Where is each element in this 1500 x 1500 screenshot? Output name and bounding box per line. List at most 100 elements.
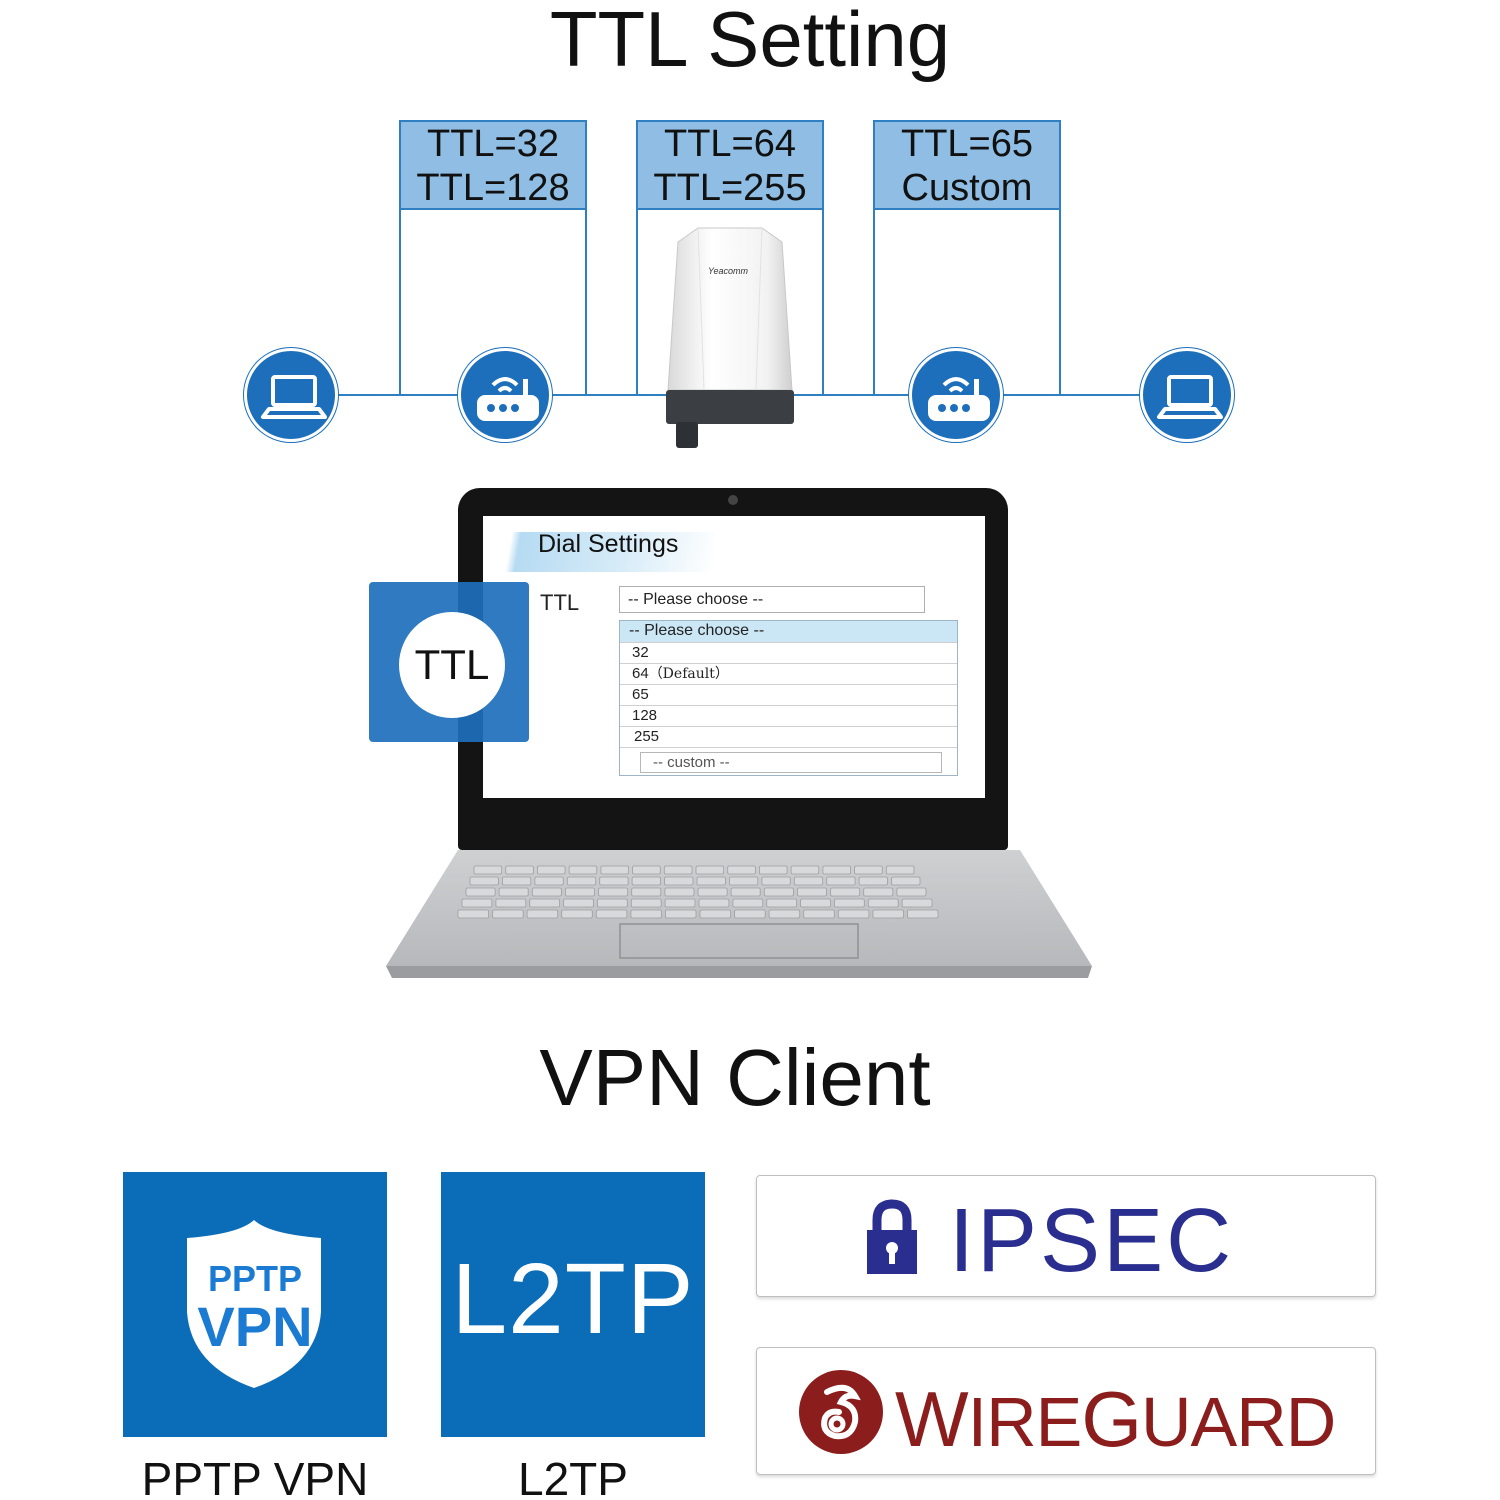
ttl-option-64-default[interactable]: 64（Default） bbox=[620, 664, 957, 685]
keyboard-key bbox=[531, 887, 562, 897]
keyboard-key bbox=[803, 909, 835, 919]
keyboard-key bbox=[664, 887, 695, 897]
keyboard-key bbox=[793, 876, 824, 886]
keyboard-key bbox=[727, 865, 756, 875]
laptop-icon-2 bbox=[1140, 348, 1234, 442]
keyboard-key bbox=[566, 876, 597, 886]
l2tp-tile: L2TP bbox=[441, 1172, 705, 1437]
keyboard-key bbox=[564, 887, 595, 897]
ttl-option-64-default-note: （Default） bbox=[648, 666, 729, 682]
keyboard-key bbox=[698, 898, 730, 908]
keyboard-key bbox=[833, 898, 865, 908]
ttl-option-1-line2: TTL=128 bbox=[416, 167, 570, 209]
keyboard-key bbox=[502, 876, 532, 886]
keyboard-key bbox=[867, 898, 899, 908]
ttl-option-1-line1: TTL=32 bbox=[426, 123, 560, 165]
keyboard-key bbox=[763, 887, 794, 897]
keyboard-key bbox=[505, 865, 534, 875]
keyboard-key bbox=[796, 887, 827, 897]
vpn-client-title: VPN Client bbox=[539, 1033, 931, 1122]
keyboard-key bbox=[465, 887, 496, 897]
ttl-option-box-3: TTL=65 Custom bbox=[873, 120, 1061, 396]
ttl-dropdown-list: -- Please choose -- 32 64（Default） 65 12… bbox=[619, 620, 958, 776]
keyboard-key bbox=[526, 909, 559, 919]
ttl-option-box-2: TTL=64 TTL=255 bbox=[636, 120, 824, 396]
keyboard-key bbox=[561, 909, 593, 919]
ttl-option-3-line2: Custom bbox=[901, 167, 1033, 209]
outdoor-router-device: Yeacomm bbox=[664, 224, 796, 450]
pptp-shield-bottom-text: VPN bbox=[197, 1295, 313, 1358]
ttl-option-header-2: TTL=64 TTL=255 bbox=[638, 122, 822, 210]
wireguard-letter-w: W bbox=[895, 1375, 969, 1463]
keyboard-key bbox=[734, 909, 766, 919]
router-icon-2 bbox=[909, 348, 1003, 442]
keyboard-key bbox=[568, 865, 598, 875]
ttl-option-2-line2: TTL=255 bbox=[653, 167, 807, 209]
keyboard-key bbox=[863, 887, 894, 897]
keyboard-key bbox=[696, 876, 726, 886]
ttl-option-255[interactable]: 255 bbox=[620, 727, 957, 748]
dial-settings-title: Dial Settings bbox=[538, 530, 679, 558]
wireguard-letters-ire: IRE bbox=[967, 1383, 1083, 1461]
keyboard-key bbox=[492, 909, 524, 919]
keyboard-key bbox=[600, 865, 629, 875]
keyboard-key bbox=[907, 909, 939, 919]
ttl-field-label: TTL bbox=[540, 590, 580, 615]
keyboard-key bbox=[457, 909, 490, 919]
l2tp-tile-text: L2TP bbox=[451, 1243, 695, 1355]
keyboard-key bbox=[631, 876, 661, 886]
keyboard-key bbox=[697, 887, 728, 897]
lock-icon bbox=[867, 1199, 917, 1274]
keyboard-key bbox=[473, 865, 503, 875]
keyboard-key bbox=[664, 898, 696, 908]
ttl-option-65[interactable]: 65 bbox=[620, 685, 957, 706]
keyboard-key bbox=[599, 876, 629, 886]
l2tp-caption: L2TP bbox=[518, 1453, 628, 1500]
ttl-option-3-line1: TTL=65 bbox=[900, 123, 1034, 165]
wireguard-letters-uard: UARD bbox=[1141, 1383, 1336, 1461]
keyboard-key bbox=[758, 865, 788, 875]
ttl-custom-input[interactable]: -- custom -- bbox=[640, 752, 942, 773]
pptp-vpn-tile: PPTP VPN bbox=[123, 1172, 387, 1437]
ttl-badge-label: TTL bbox=[399, 612, 505, 718]
keyboard-key bbox=[595, 909, 628, 919]
ttl-option-please-choose[interactable]: -- Please choose -- bbox=[620, 621, 957, 643]
keyboard-key bbox=[858, 876, 888, 886]
wireguard-dragon-icon bbox=[799, 1370, 883, 1454]
keyboard-key bbox=[699, 909, 732, 919]
ttl-option-box-1: TTL=32 TTL=128 bbox=[399, 120, 587, 396]
keyboard-key bbox=[837, 909, 870, 919]
keyboard-key bbox=[536, 865, 566, 875]
keyboard-key bbox=[495, 898, 527, 908]
keyboard-key bbox=[563, 898, 594, 908]
shield-icon bbox=[187, 1220, 321, 1388]
keyboard-key bbox=[761, 876, 791, 886]
keyboard-key bbox=[630, 898, 662, 908]
ttl-select[interactable]: -- Please choose -- bbox=[619, 586, 925, 613]
laptop-keyboard-base bbox=[384, 848, 1094, 984]
keyboard-key bbox=[854, 865, 883, 875]
wireguard-logo-card: WIREGUARD bbox=[756, 1347, 1376, 1475]
keyboard-key bbox=[891, 876, 921, 886]
keyboard-key bbox=[598, 887, 629, 897]
keyboard-key bbox=[632, 865, 661, 875]
dial-settings-header-bar bbox=[494, 532, 714, 572]
pptp-shield-top-text: PPTP bbox=[207, 1258, 303, 1299]
ttl-option-2-line1: TTL=64 bbox=[663, 123, 797, 165]
keyboard-key bbox=[695, 865, 725, 875]
keyboard-key bbox=[664, 909, 697, 919]
ttl-option-32[interactable]: 32 bbox=[620, 643, 957, 664]
keyboard-key bbox=[901, 898, 933, 908]
keyboard-key bbox=[872, 909, 904, 919]
laptop-icon bbox=[244, 348, 338, 442]
ttl-option-header-1: TTL=32 TTL=128 bbox=[401, 122, 585, 210]
wireguard-letter-g: G bbox=[1081, 1375, 1142, 1463]
ipsec-logo-card: IPSEC bbox=[756, 1175, 1376, 1297]
keyboard-key bbox=[790, 865, 820, 875]
keyboard-key bbox=[822, 865, 851, 875]
keyboard-key bbox=[830, 887, 861, 897]
keyboard-key bbox=[498, 887, 529, 897]
ttl-option-128[interactable]: 128 bbox=[620, 706, 957, 727]
ttl-setting-title: TTL Setting bbox=[549, 0, 951, 83]
keyboard-key bbox=[534, 876, 564, 886]
